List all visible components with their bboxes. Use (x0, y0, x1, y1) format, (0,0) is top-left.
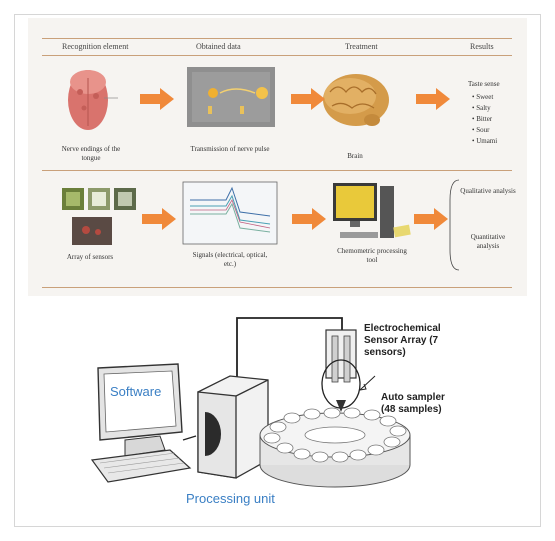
tongue-icon (68, 70, 118, 130)
auto-sampler-carousel (259, 407, 411, 488)
sensor-array-label: Electrochemical Sensor Array (7 sensors) (364, 323, 441, 358)
header-top-rule (42, 38, 512, 39)
arrow-icon (414, 208, 448, 230)
taste-item: • Umami (472, 137, 498, 145)
processing-unit-label: Processing unit (186, 491, 275, 506)
nerve-pulse-image (187, 67, 275, 127)
cable (182, 435, 197, 441)
electronic-tongue-setup-illustration (90, 317, 411, 488)
software-label: Software (110, 384, 162, 399)
cable (236, 317, 343, 397)
header-results: Results (470, 42, 494, 51)
arrow-icon (142, 208, 176, 230)
caption-sensors: Array of sensors (66, 253, 114, 261)
header-treatment: Treatment (345, 42, 378, 51)
sensor-array-holder (321, 329, 376, 412)
results-title: Taste sense (468, 80, 500, 88)
result-qualitative: Qualitative analysis (460, 187, 516, 195)
arrow-icon (292, 208, 326, 230)
arrow-icon (140, 88, 174, 110)
caption-chemometric: Chemometric processing tool (337, 247, 407, 264)
computer-icon (333, 183, 411, 238)
caption-brain: Brain (347, 152, 363, 160)
arrow-icon (291, 88, 325, 110)
comparison-panel (28, 18, 527, 296)
auto-sampler-label: Auto sampler (48 samples) (381, 392, 445, 415)
taste-item: • Salty (472, 104, 491, 112)
table-bottom-rule (42, 287, 512, 288)
arrow-icon (416, 88, 450, 110)
caption-nerve-pulse: Transmission of nerve pulse (190, 145, 270, 153)
signals-chart-image (182, 181, 278, 245)
caption-tongue: Nerve endings of the tongue (61, 145, 121, 162)
result-quantitative: Quantitative analysis (470, 233, 506, 250)
caption-signals: Signals (electrical, optical, etc.) (192, 251, 268, 268)
computer-monitor-icon (90, 363, 192, 483)
brain-icon (323, 74, 389, 126)
header-obtained: Obtained data (196, 42, 241, 51)
row-divider (42, 170, 512, 171)
header-recognition: Recognition element (62, 42, 129, 51)
taste-item: • Bitter (472, 115, 493, 123)
taste-item: • Sour (472, 126, 490, 134)
taste-item: • Sweet (472, 93, 494, 101)
results-bracket (449, 179, 460, 271)
sensor-array-image (62, 188, 136, 245)
header-bottom-rule (42, 55, 512, 56)
row1-illustrations (62, 67, 460, 271)
processing-unit-box (197, 375, 269, 479)
